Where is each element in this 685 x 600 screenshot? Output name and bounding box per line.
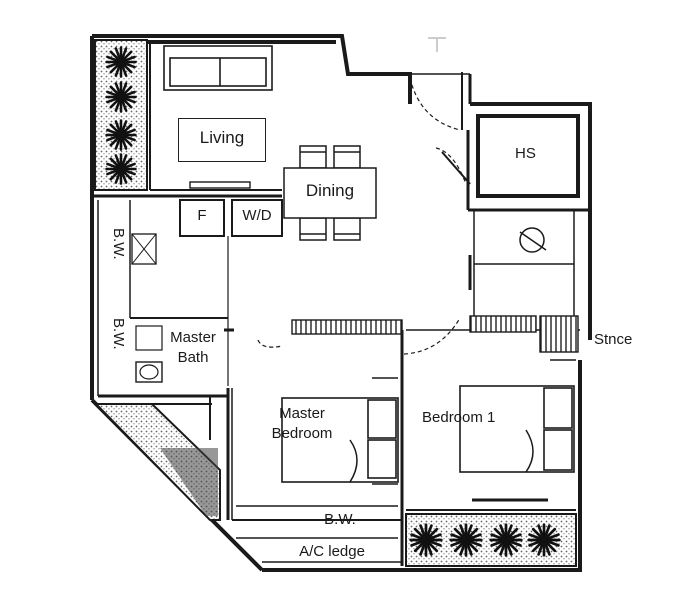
sofa — [163, 45, 273, 91]
ac-ledge-outline — [211, 519, 402, 571]
living-label: Living — [178, 118, 266, 162]
bw-bottom-label: B.W. — [324, 511, 356, 528]
bedroom-planter — [405, 513, 577, 567]
ac-ledge-label: A/C ledge — [299, 543, 365, 560]
dining-label: Dining — [305, 181, 355, 200]
master-bed — [281, 377, 399, 485]
faint-mark — [428, 37, 446, 52]
window-rails — [291, 315, 579, 353]
bw-left-top-label: B.W. — [110, 228, 127, 260]
dining-set — [283, 145, 377, 241]
stnce-label: Stnce — [594, 331, 633, 348]
master-bath-label-line1: Master — [170, 329, 216, 346]
washer-dryer-label: W/D — [242, 207, 272, 224]
diagonal-planter — [93, 396, 221, 521]
tv-console — [189, 181, 251, 189]
bw-left-bottom-label: B.W. — [110, 318, 127, 350]
master-bedroom-label-line1: Master — [279, 405, 325, 422]
living-planter — [94, 39, 151, 191]
household-shelter — [435, 114, 590, 212]
bedroom1-bed — [459, 385, 575, 473]
bedroom1-label: Bedroom 1 — [422, 409, 496, 426]
hs-label: HS — [515, 145, 536, 162]
master-bedroom-walls — [224, 328, 404, 566]
kitchen-bath-walls — [92, 194, 283, 398]
master-bedroom-label-line2: Bedroom — [271, 425, 333, 442]
master-bath-label-line2: Bath — [177, 349, 209, 366]
fridge-label: F — [197, 207, 207, 224]
main-door — [409, 72, 472, 131]
study-area — [468, 210, 575, 318]
